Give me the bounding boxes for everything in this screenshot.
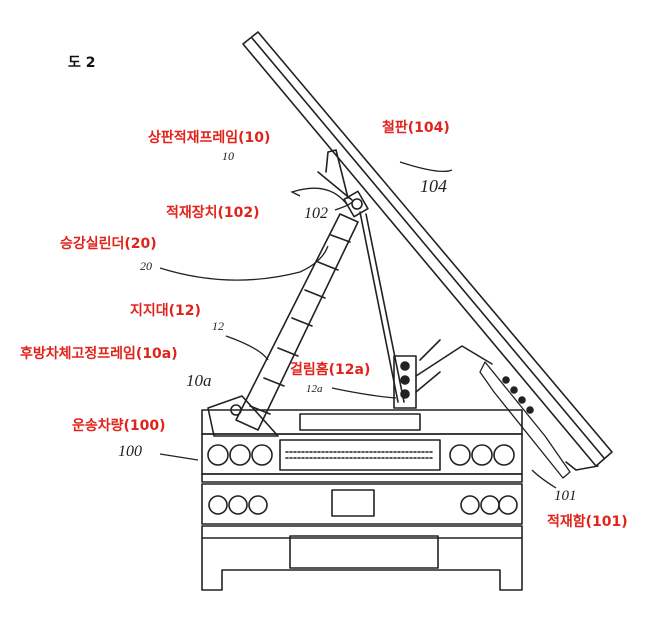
label-upper-loading-frame: 상판적재프레임(10) xyxy=(148,130,271,146)
ref-10: 10 xyxy=(222,149,234,163)
label-loading-box: 적재함(101) xyxy=(547,514,628,530)
label-vehicle: 운송차량(100) xyxy=(72,418,166,434)
label-loading-device: 적재장치(102) xyxy=(166,205,260,221)
steel-plate xyxy=(242,31,613,479)
ref-104: 104 xyxy=(420,176,447,196)
rear-body-frame xyxy=(207,395,279,437)
loading-device xyxy=(343,190,369,218)
label-rear-body-frame: 후방차체고정프레임(10a) xyxy=(20,346,178,362)
ref-102: 102 xyxy=(304,205,328,222)
ref-100: 100 xyxy=(118,443,142,460)
ref-12a: 12a xyxy=(306,383,323,395)
ref-20: 20 xyxy=(140,259,152,273)
support-post xyxy=(359,211,493,409)
label-support: 지지대(12) xyxy=(130,303,201,319)
ref-101: 101 xyxy=(554,488,577,504)
leader-lines xyxy=(159,161,557,489)
label-groove: 걸림홈(12a) xyxy=(290,362,371,378)
ref-12: 12 xyxy=(212,319,224,333)
label-lift-cylinder: 승강실린더(20) xyxy=(60,236,157,252)
ref-10a: 10a xyxy=(186,371,212,390)
upper-loading-frame xyxy=(317,149,353,201)
figure-number: 도 2 xyxy=(68,55,96,71)
vehicle-body xyxy=(201,409,523,591)
label-steel-plate: 철판(104) xyxy=(382,120,450,136)
lift-cylinder xyxy=(235,213,359,431)
